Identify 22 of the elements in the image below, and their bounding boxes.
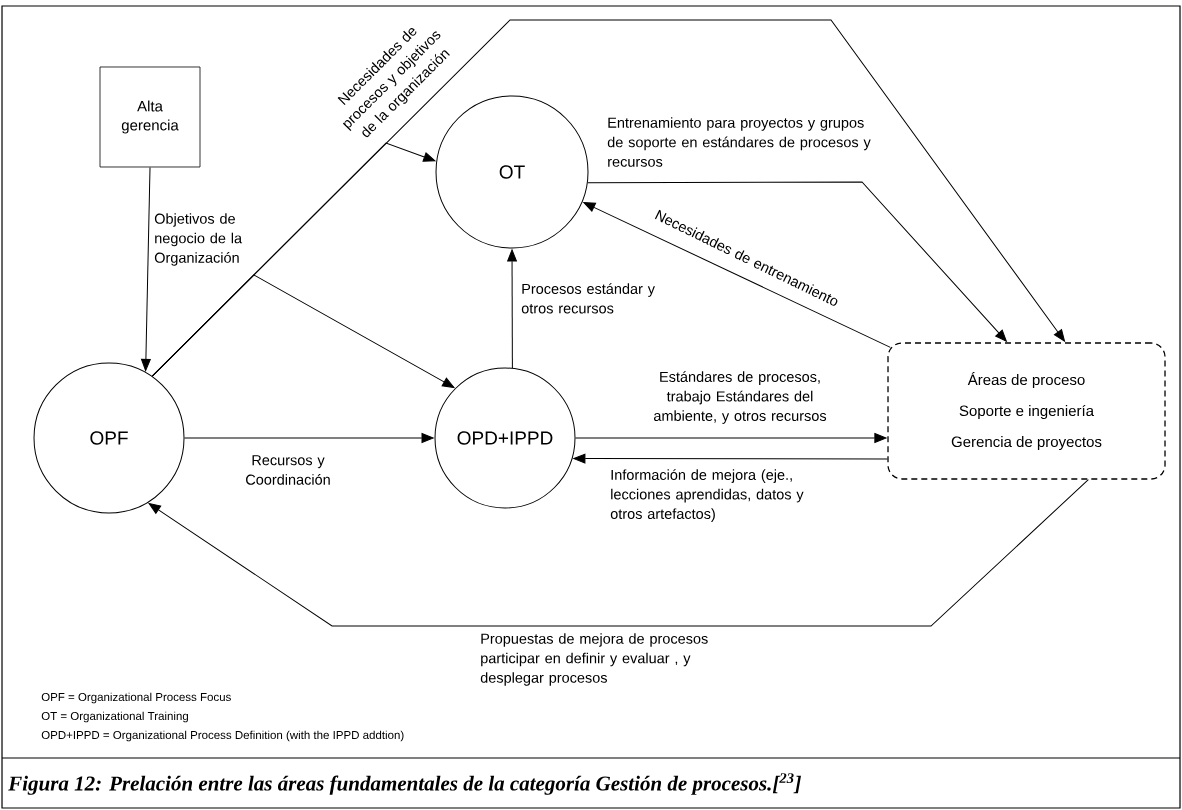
edge-label: Propuestas de mejora de procesos participar en definir y evaluar , y desplegar procesos [480,633,708,686]
arrow [583,202,891,348]
arrow [573,453,888,464]
edge-label: Entrenamiento para proyectos y grupos de soporte en estándares de procesos y recursos [607,117,871,167]
note: OPF = Organizational Process Focus [41,692,231,704]
edge-label: Estándares de procesos, trabajo Estándares del ambiente, y otros recursos [654,371,827,424]
arrow [184,433,434,443]
edge-label: Recursos y Coordinación [246,455,330,485]
process-area-box: Áreas de proceso Soporte e ingeniería Gerencia de proyectos [887,342,1166,480]
arrow [587,181,1007,342]
note: OPD+IPPD = Organizational Process Definition (with the IPPD addtion) [41,730,404,742]
edge-label: Objetivos de negocio de la Organización [154,213,243,266]
edge-label: Información de mejora (eje., lecciones aprendidas, datos y otros artefactos) [610,469,804,522]
note: OT = Organizational Training [41,711,188,723]
arrow [148,479,1089,627]
arrow [575,433,887,443]
arrow [507,249,517,369]
edge-label: Procesos estándar y otros recursos [521,283,655,314]
entity-box: Alta gerencia [99,66,201,168]
arrow [151,19,1066,377]
caption: Figura 12: Prelación entre las áreas fundamentales de la categoría Gestión de procesos.[$^{23}$] [8,773,801,795]
arrow [141,166,151,372]
